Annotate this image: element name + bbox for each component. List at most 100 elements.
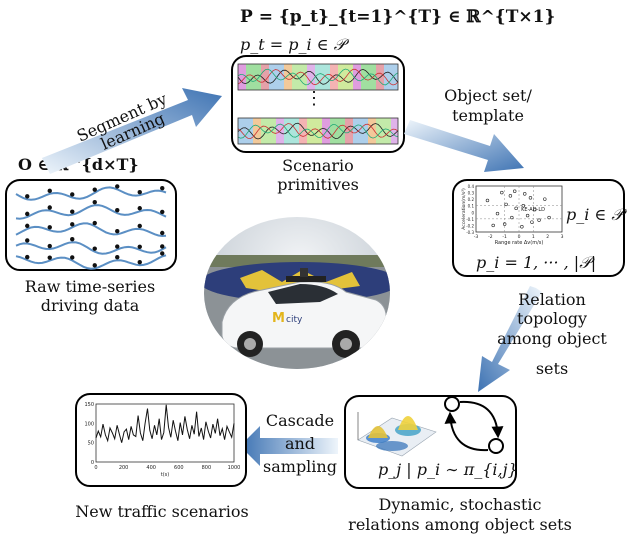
primitive-segment: [307, 64, 315, 90]
scatter-point: [521, 204, 525, 208]
primitive-segment: [238, 118, 253, 144]
relation-label-3: among object: [497, 329, 607, 348]
scatter-ytick: -0.2: [466, 223, 474, 228]
raw-sample-dot: [92, 199, 97, 205]
dynamic-label-1: Dynamic, stochastic: [379, 495, 542, 514]
primitive-strip-frame: [237, 117, 399, 145]
scatter-point: [547, 215, 551, 220]
formula-p-set: P = {p_t}_{t=1}^{T} ∈ ℝ^{T×1}: [240, 7, 555, 27]
relation-label-4: sets: [536, 359, 568, 378]
scatter-ytick: 0.4: [468, 184, 475, 189]
raw-series-line: [15, 241, 167, 255]
raw-sample-dot: [25, 211, 30, 217]
scatter-point: [514, 206, 518, 211]
new-plot-xtick: 800: [202, 465, 212, 471]
primitive-segment: [238, 64, 246, 90]
raw-sample-dot: [115, 255, 120, 260]
primitive-segment: [284, 64, 292, 90]
state-node-i: [444, 396, 460, 412]
raw-sample-dot: [25, 254, 30, 260]
cascade-label-3: sampling: [263, 457, 337, 476]
raw-series-line: [15, 254, 167, 270]
raw-sample-dot: [92, 220, 97, 226]
raw-sample-dot: [137, 189, 142, 195]
car-hub-front: [340, 338, 352, 350]
primitives-node: ⋮: [231, 55, 405, 153]
scatter-xtick: 3: [561, 234, 564, 240]
scatter-point: [504, 202, 508, 207]
primitive-segment: [292, 64, 307, 90]
scatter-ytick: 0: [471, 210, 474, 215]
primitive-signal-line: [237, 68, 399, 86]
raw-sample-dot: [47, 255, 52, 260]
raw-series-line: [15, 186, 167, 201]
new-plot-xtick: 1000: [228, 465, 241, 471]
new-plot-ytick: 150: [84, 402, 94, 408]
raw-sample-dot: [70, 192, 75, 197]
car-logo-m: M: [272, 311, 285, 326]
primitive-signal-line: [237, 68, 399, 85]
relation-arrow: [478, 286, 542, 392]
new-plot-xtick: 400: [146, 465, 156, 471]
raw-sample-dot: [25, 194, 30, 199]
raw-sample-dot: [137, 244, 142, 249]
primitive-segment: [368, 118, 376, 144]
cascade-label-2: and: [285, 434, 315, 453]
primitive-segment: [307, 118, 322, 144]
new-plot-xtick: 0: [94, 465, 97, 471]
scatter-point: [491, 223, 495, 228]
primitive-segment: [261, 118, 276, 144]
objset-label-2: template: [452, 106, 524, 125]
raw-sample-dot: [115, 184, 120, 189]
transition-arrow-ji: [444, 411, 489, 452]
relation-label-1: Relation: [518, 290, 586, 309]
dynamic-label-2: relations among object sets: [348, 515, 572, 534]
scatter-point: [543, 197, 547, 201]
scatter-point: [520, 225, 524, 229]
raw-sample-dot: [160, 251, 165, 256]
scatter-annotation: KE-AD-LD: [521, 207, 545, 213]
scatter-point: [525, 213, 530, 218]
scatter-point: [510, 215, 514, 220]
relation-label-2: topology: [517, 309, 587, 328]
raw-label-2: driving data: [41, 296, 140, 315]
raw-sample-dot: [160, 244, 165, 249]
car-roof-sensor: [286, 276, 326, 282]
primitive-signal-line: [237, 123, 399, 140]
scatter-ytick: -0.3: [466, 230, 474, 235]
primitive-strip-top: [237, 63, 399, 91]
primitive-signal-line: [237, 68, 399, 86]
scatter-point: [523, 192, 527, 196]
new-plot-xtick: 200: [119, 465, 129, 471]
car-lidar: [300, 268, 308, 277]
scatter-point: [485, 198, 490, 203]
scatter-ytick: 0.2: [468, 197, 475, 202]
car-photo: M city: [204, 217, 390, 369]
state-node-j: [488, 438, 504, 454]
segment-arrow: [42, 88, 222, 174]
primitive-segment: [261, 64, 269, 90]
primitive-segment: [330, 64, 338, 90]
primitive-segment: [322, 118, 330, 144]
formula-pi-range: p_i = 1, ··· , |𝒫|: [476, 253, 596, 272]
objset-label-1: Object set/: [444, 86, 532, 105]
raw-time-series-lines: [15, 184, 167, 270]
primitives-label-2: primitives: [277, 175, 359, 194]
primitive-segment: [391, 118, 398, 144]
scatter-xtick: 1: [532, 234, 535, 240]
raw-sample-dot: [115, 244, 120, 249]
raw-sample-dot: [92, 187, 97, 192]
raw-label-1: Raw time-series: [25, 277, 155, 296]
scatter-point: [508, 194, 513, 198]
raw-series-line: [15, 204, 167, 220]
primitive-segment: [253, 118, 261, 144]
scatter-point: [528, 196, 533, 200]
raw-sample-dot: [25, 223, 30, 229]
raw-sample-dot: [70, 222, 75, 227]
raw-series-line: [15, 222, 167, 238]
scatter-xlabel: Range rate Δv(m/s): [495, 240, 544, 246]
scatter-xtick: -3: [474, 234, 479, 240]
raw-sample-dot: [92, 246, 97, 251]
